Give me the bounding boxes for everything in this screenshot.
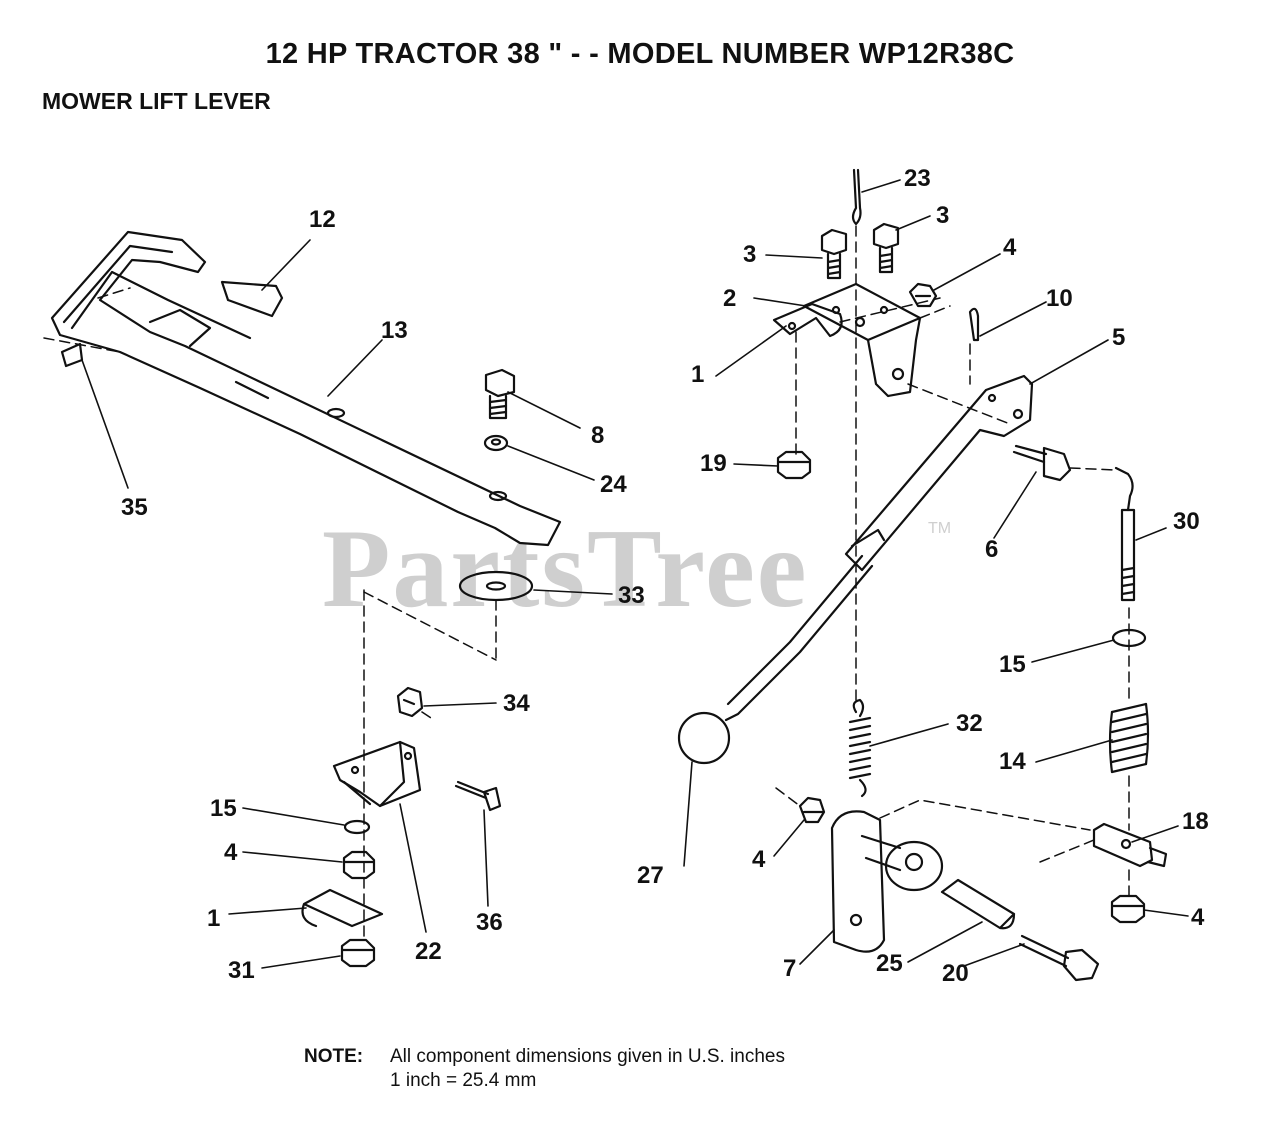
callout-14: 14 <box>999 748 1026 775</box>
callout-4-left: 4 <box>224 839 238 866</box>
clip-part-1-left <box>301 888 384 928</box>
callout-7: 7 <box>783 955 797 982</box>
nut-part-4-top <box>908 282 938 308</box>
callout-10: 10 <box>1046 285 1073 312</box>
callout-18: 18 <box>1182 808 1209 835</box>
callout-4-top: 4 <box>1003 234 1017 261</box>
callout-6: 6 <box>985 536 999 563</box>
bolt-part-20 <box>1018 934 1100 982</box>
clip-part-1-right <box>772 302 843 338</box>
callout-4-right: 4 <box>1191 904 1205 931</box>
rod-part-30 <box>1114 466 1136 602</box>
washer-part-15-left <box>343 819 371 835</box>
callout-34: 34 <box>503 690 530 717</box>
callout-1-left: 1 <box>207 905 221 932</box>
callout-22: 22 <box>415 938 442 965</box>
assembly-lines-right <box>775 225 1130 897</box>
callout-20: 20 <box>942 960 969 987</box>
pin-part-35 <box>60 342 84 368</box>
nut-part-34 <box>396 686 424 718</box>
spring-part-14 <box>1108 702 1150 774</box>
callout-35: 35 <box>121 494 148 521</box>
arm-part-7 <box>830 810 944 953</box>
callout-36: 36 <box>476 909 503 936</box>
bracket-part-2 <box>802 282 922 398</box>
page-title: 12 HP TRACTOR 38 " - - MODEL NUMBER WP12… <box>265 38 1015 70</box>
clip-hole <box>787 321 797 331</box>
bolt-part-8 <box>484 368 516 420</box>
bolt-part-3-left <box>820 228 848 280</box>
nut-part-4-center <box>798 796 826 824</box>
callout-2: 2 <box>723 285 737 312</box>
watermark-trademark: TM <box>928 520 952 537</box>
callout-23: 23 <box>904 165 931 192</box>
bolt-part-3-right <box>872 222 900 274</box>
assembly-lines-left <box>43 287 497 941</box>
callout-3-right: 3 <box>936 202 950 229</box>
callout-1-right: 1 <box>691 361 705 388</box>
leader-lines <box>81 179 1189 969</box>
grip-part-12 <box>220 280 284 318</box>
callout-24: 24 <box>600 471 627 498</box>
spring-part-32 <box>848 698 872 798</box>
callout-4-center: 4 <box>752 846 766 873</box>
callout-27: 27 <box>637 862 664 889</box>
callout-3-left: 3 <box>743 241 757 268</box>
washer-part-33 <box>458 570 534 602</box>
callout-32: 32 <box>956 710 983 737</box>
callout-19: 19 <box>700 450 727 477</box>
washer-part-24 <box>483 434 509 452</box>
callout-8: 8 <box>591 422 605 449</box>
watermark: PartsTree <box>322 507 809 631</box>
lift-lever-part-13 <box>50 230 562 547</box>
nut-part-4-left <box>342 850 376 880</box>
callout-5: 5 <box>1112 324 1126 351</box>
callout-31: 31 <box>228 957 255 984</box>
sleeve-part-25 <box>940 878 1016 930</box>
pin-part-23 <box>851 168 862 226</box>
trunnion-part-18 <box>1092 822 1168 868</box>
note-line-1: All component dimensions given in U.S. i… <box>390 1046 785 1067</box>
callout-15-left: 15 <box>210 795 237 822</box>
callout-13: 13 <box>381 317 408 344</box>
bolt-part-6 <box>1012 444 1072 482</box>
knob-part-27 <box>677 711 731 765</box>
callout-33: 33 <box>618 582 645 609</box>
lever-part-5 <box>844 374 1034 572</box>
callout-25: 25 <box>876 950 903 977</box>
pin-part-10 <box>968 307 980 342</box>
callout-12: 12 <box>309 206 336 233</box>
bracket-part-22 <box>332 740 422 808</box>
note-line-2: 1 inch = 25.4 mm <box>390 1070 537 1091</box>
note-label: NOTE: <box>304 1046 364 1067</box>
section-title: MOWER LIFT LEVER <box>42 88 271 114</box>
nut-part-19 <box>776 450 812 480</box>
callout-30: 30 <box>1173 508 1200 535</box>
bolt-part-36 <box>454 780 502 812</box>
nut-part-4-right <box>1110 894 1146 924</box>
nut-part-31 <box>340 938 376 968</box>
note: NOTE: All component dimensions given in U… <box>304 1046 785 1068</box>
callout-15-right: 15 <box>999 651 1026 678</box>
lift-rod <box>724 554 874 722</box>
